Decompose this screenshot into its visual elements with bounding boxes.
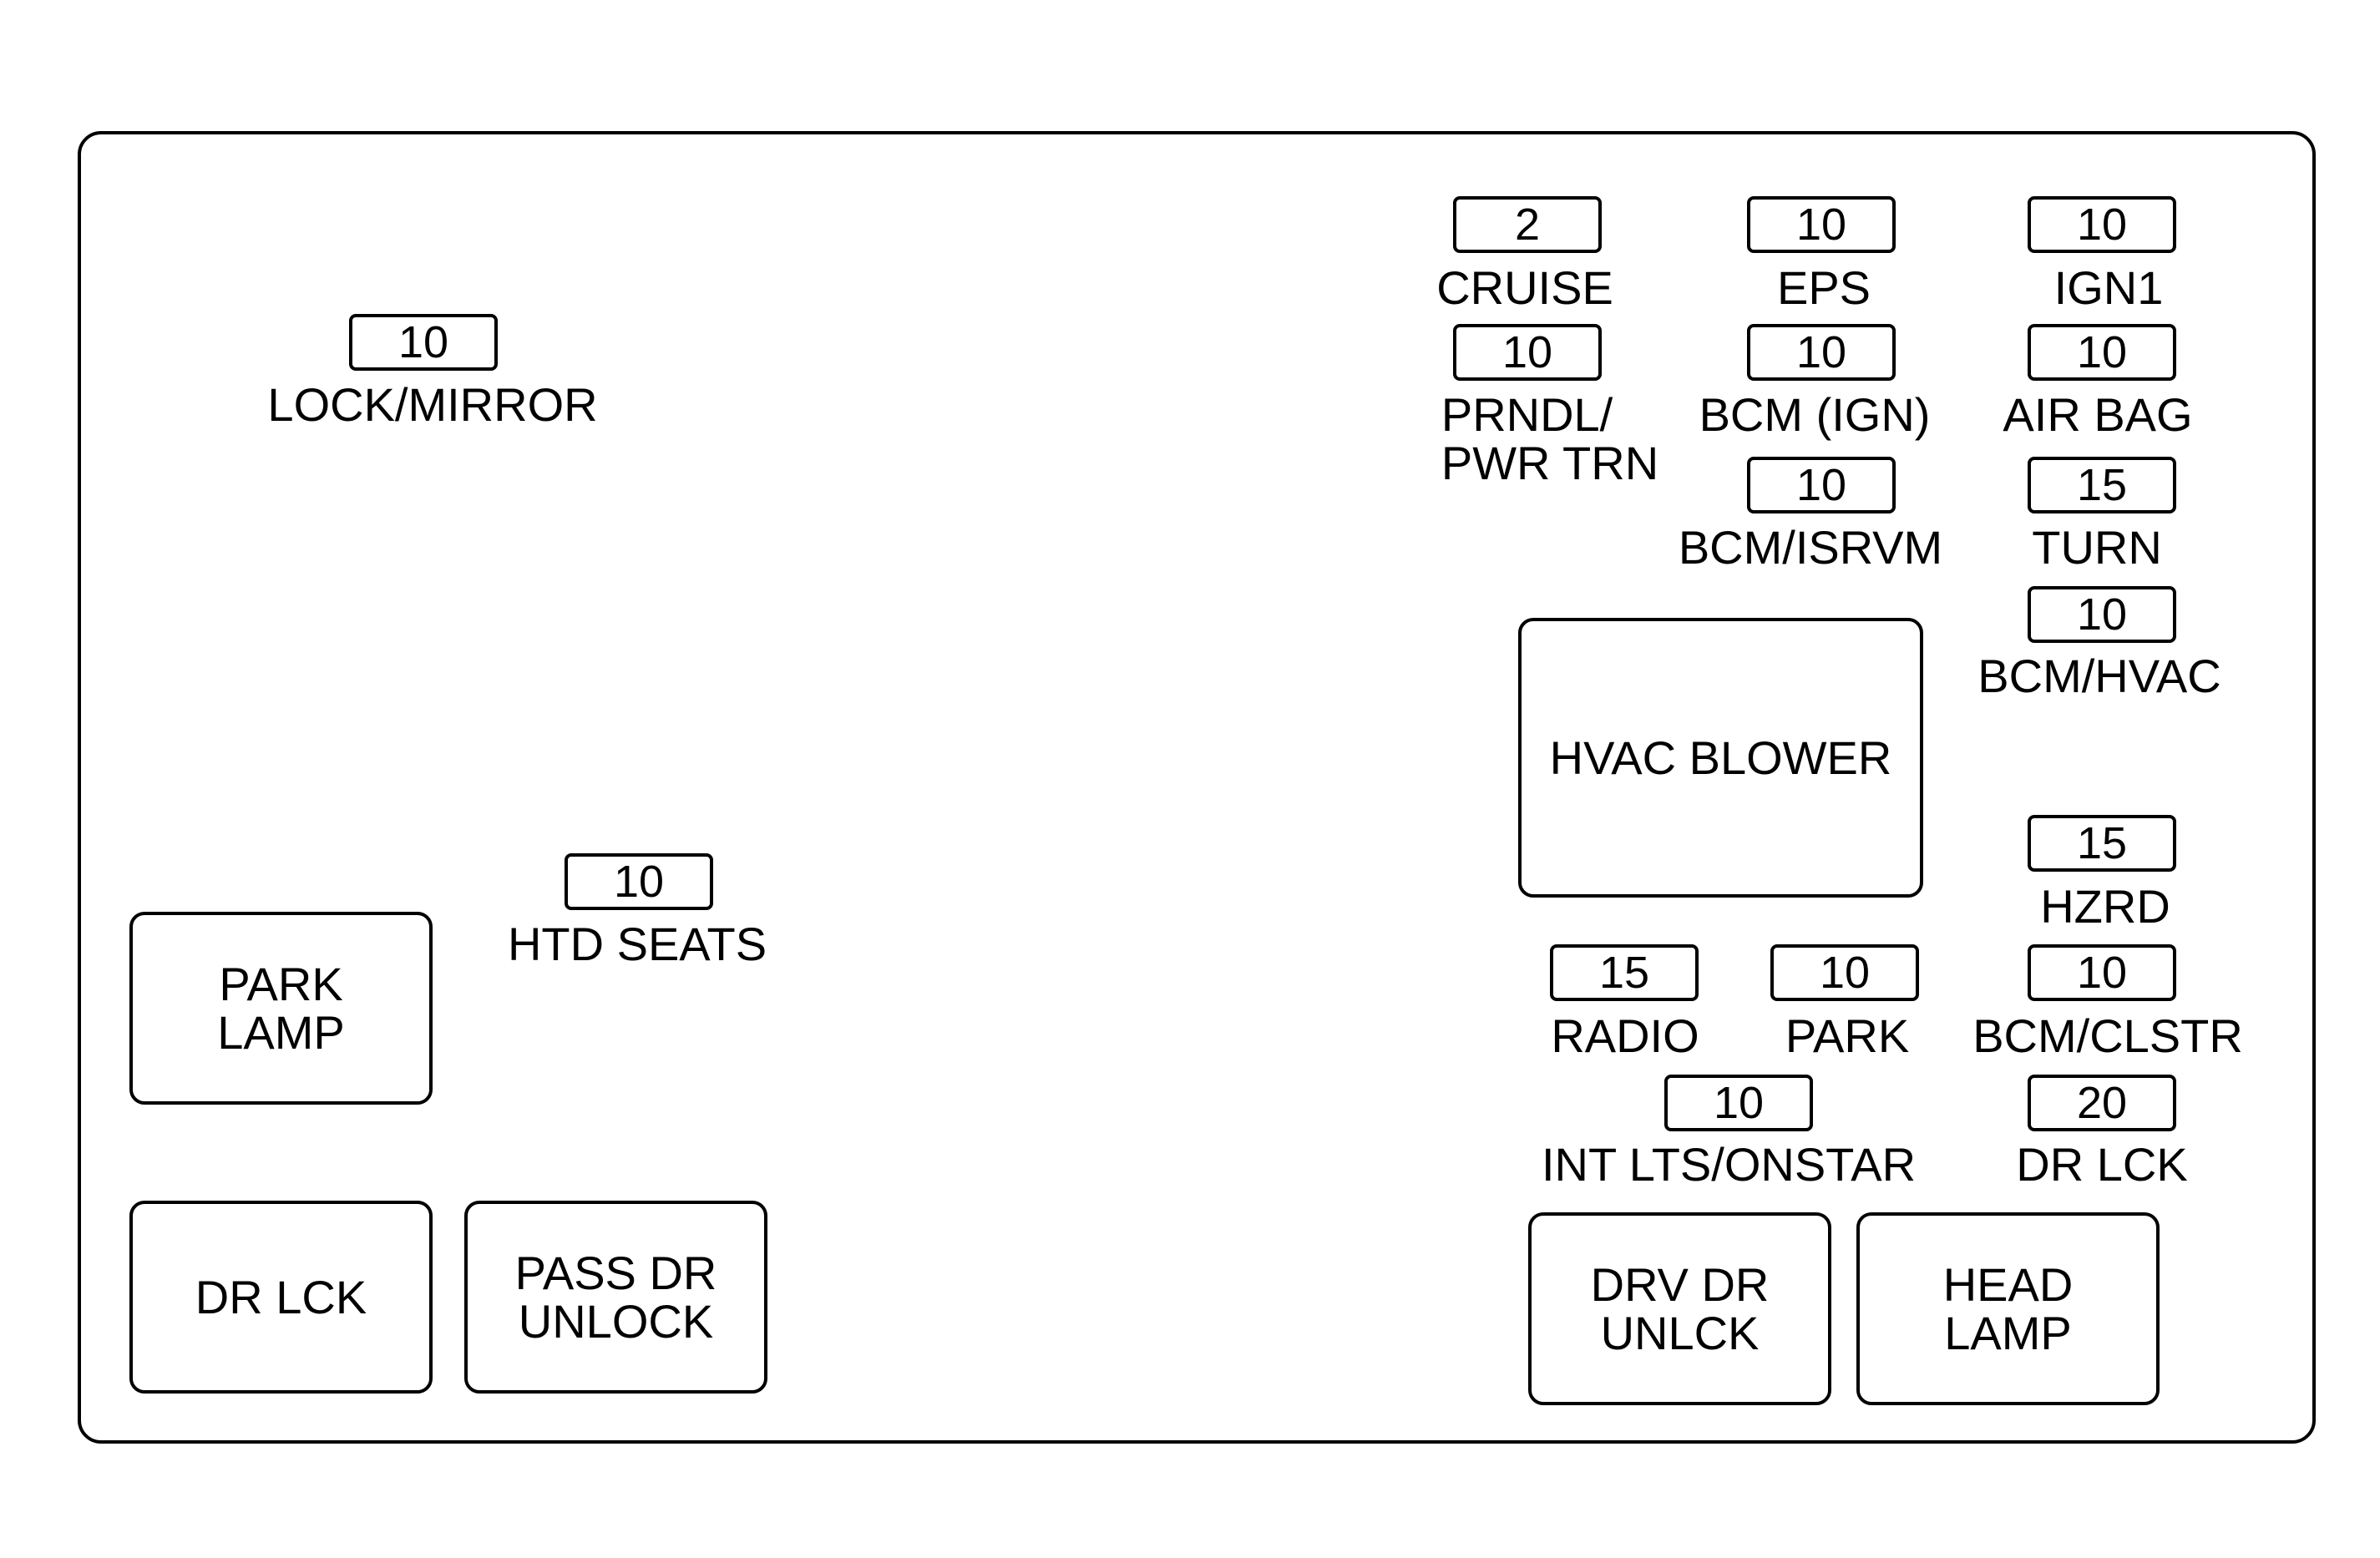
fuse-bcm-clstr-label: BCM/CLSTR [1972, 1009, 2243, 1062]
fuse-bcm-clstr-rating: 10 [2028, 944, 2176, 1001]
relay-hvac-blower: HVAC BLOWER [1518, 618, 1923, 898]
fuse-cruise-rating: 2 [1453, 196, 1602, 253]
fuse-bcm-ign-label: BCM (IGN) [1699, 388, 1931, 441]
fuse-dr-lck-label: DR LCK [2016, 1138, 2188, 1191]
relay-head-lamp: HEAD LAMP [1856, 1212, 2160, 1405]
relay-pass-dr-unlock: PASS DR UNLOCK [464, 1201, 767, 1394]
fuse-bcm-hvac-label: BCM/HVAC [1977, 650, 2221, 702]
fuse-eps-label: EPS [1776, 261, 1871, 314]
fuse-bcm-isrvm-label: BCM/ISRVM [1678, 521, 1943, 574]
fuse-bcm-isrvm-rating: 10 [1747, 457, 1896, 513]
fuse-prndl-label: PRNDL/ PWR TRN [1441, 388, 1659, 489]
fuse-cruise-label: CRUISE [1436, 261, 1613, 314]
fuse-htd-seats-label: HTD SEATS [507, 918, 767, 970]
fuse-ign1-rating: 10 [2028, 196, 2176, 253]
fuse-park-rating: 10 [1770, 944, 1919, 1001]
fuse-panel-outline [78, 131, 2316, 1444]
fuse-lock-mirror-label: LOCK/MIRROR [267, 378, 598, 431]
fuse-turn-rating: 15 [2028, 457, 2176, 513]
fuse-hzrd-rating: 15 [2028, 815, 2176, 872]
fuse-radio-rating: 15 [1550, 944, 1699, 1001]
fuse-bcm-hvac-rating: 10 [2028, 586, 2176, 643]
fuse-air-bag-label: AIR BAG [2003, 388, 2193, 441]
fuse-turn-label: TURN [2032, 521, 2162, 574]
fuse-dr-lck-rating: 20 [2028, 1075, 2176, 1131]
fuse-int-lts-label: INT LTS/ONSTAR [1541, 1138, 1917, 1191]
fuse-prndl-rating: 10 [1453, 324, 1602, 381]
fuse-int-lts-rating: 10 [1664, 1075, 1813, 1131]
fuse-eps-rating: 10 [1747, 196, 1896, 253]
fuse-hzrd-label: HZRD [2040, 880, 2170, 933]
fuse-park-label: PARK [1785, 1009, 1910, 1062]
relay-drv-dr-unlck: DRV DR UNLCK [1528, 1212, 1831, 1405]
relay-park-lamp: PARK LAMP [129, 912, 433, 1105]
fuse-air-bag-rating: 10 [2028, 324, 2176, 381]
fuse-lock-mirror-rating: 10 [349, 314, 498, 371]
fuse-htd-seats-rating: 10 [565, 853, 713, 910]
fuse-radio-label: RADIO [1551, 1009, 1699, 1062]
relay-dr-lck: DR LCK [129, 1201, 433, 1394]
fuse-bcm-ign-rating: 10 [1747, 324, 1896, 381]
fuse-ign1-label: IGN1 [2053, 261, 2164, 314]
